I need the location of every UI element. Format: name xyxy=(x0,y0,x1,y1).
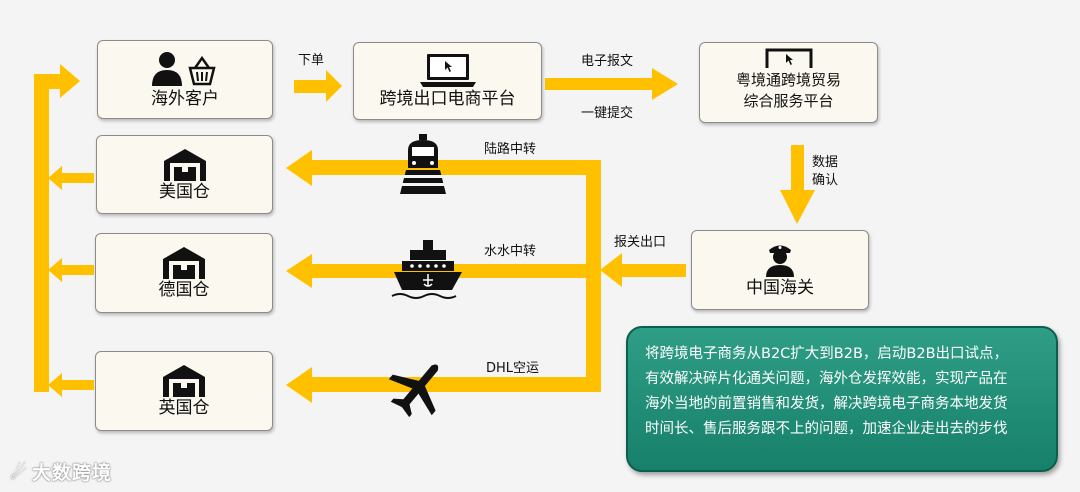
laptop-icon xyxy=(419,54,476,87)
uk-warehouse-label: 英国仓 xyxy=(158,398,210,418)
edge-water-transfer: 水水中转 xyxy=(484,244,537,259)
node-germany-warehouse: 德国仓 xyxy=(95,233,273,313)
watermark: ☄大数跨境 xyxy=(10,458,112,485)
watermark-text: 大数跨境 xyxy=(32,462,113,484)
return-channel-top xyxy=(34,74,62,89)
warehouse-icon xyxy=(163,247,205,279)
node-us-warehouse: 美国仓 xyxy=(96,135,273,214)
node-overseas-customer: 海外客户 xyxy=(97,40,273,119)
uk-to-channel-arrow xyxy=(48,373,62,397)
node-uk-warehouse: 英国仓 xyxy=(95,351,273,431)
user-basket-icon xyxy=(152,51,216,86)
warehouse-icon xyxy=(163,148,206,181)
land-route-arrow xyxy=(286,150,312,186)
confirm-arrow xyxy=(780,190,815,224)
summary-note: 将跨境电子商务从B2C扩大到B2B，启动B2B出口试点， 有效解决碎片化通关问题… xyxy=(626,326,1058,472)
node-yuejingtong: 粤境通跨境贸易 综合服务平台 xyxy=(699,42,878,123)
customs-export-arrow xyxy=(600,253,622,287)
edge-air-transport: DHL空运 xyxy=(486,361,540,376)
order-arrow xyxy=(326,70,342,102)
edge-data-confirm-line2: 确认 xyxy=(812,173,839,188)
edge-data-confirm-line1: 数据 xyxy=(812,155,839,170)
return-arrow-head xyxy=(60,64,80,98)
china-customs-label: 中国海关 xyxy=(746,278,814,298)
monitor-icon xyxy=(765,48,812,68)
note-line: 有效解决碎片化通关问题，海外仓发挥效能，实现产品在 xyxy=(645,371,1008,387)
edge-place-order: 下单 xyxy=(298,53,325,68)
air-route-arrow xyxy=(286,367,312,403)
overseas-customer-label: 海外客户 xyxy=(151,88,219,109)
ecommerce-platform-label: 跨境出口电商平台 xyxy=(379,89,516,109)
note-line: 海外当地的前置销售和发货，解决跨境电子商务本地发货 xyxy=(645,396,1008,412)
customs-officer-icon xyxy=(766,245,794,277)
yuejingtong-label-line2: 综合服务平台 xyxy=(743,91,834,110)
node-ecommerce-platform: 跨境出口电商平台 xyxy=(353,42,542,120)
node-china-customs: 中国海关 xyxy=(691,230,869,310)
edge-customs-export: 报关出口 xyxy=(614,235,667,250)
ship-icon xyxy=(391,240,462,299)
train-icon xyxy=(398,134,448,194)
germany-warehouse-label: 德国仓 xyxy=(158,280,210,300)
edge-one-click-submit: 一键提交 xyxy=(581,106,634,121)
return-channel-vertical xyxy=(34,74,49,392)
us-to-channel-arrow xyxy=(48,166,62,190)
water-route-arrow xyxy=(286,254,312,288)
edge-electronic-declaration: 电子报文 xyxy=(581,54,634,69)
brand-logo-icon: ☄ xyxy=(10,462,29,484)
warehouse-icon xyxy=(163,365,205,397)
yuejingtong-label-line1: 粤境通跨境贸易 xyxy=(735,70,841,89)
declaration-arrow xyxy=(652,68,678,100)
airplane-icon xyxy=(388,364,439,418)
edge-land-transfer: 陆路中转 xyxy=(484,142,537,157)
note-line: 时间长、售后服务跟不上的问题，加速企业走出去的步伐 xyxy=(645,421,1008,437)
note-line: 将跨境电子商务从B2C扩大到B2B，启动B2B出口试点， xyxy=(645,346,1009,362)
de-to-channel-arrow xyxy=(48,258,62,282)
us-warehouse-label: 美国仓 xyxy=(159,181,210,202)
